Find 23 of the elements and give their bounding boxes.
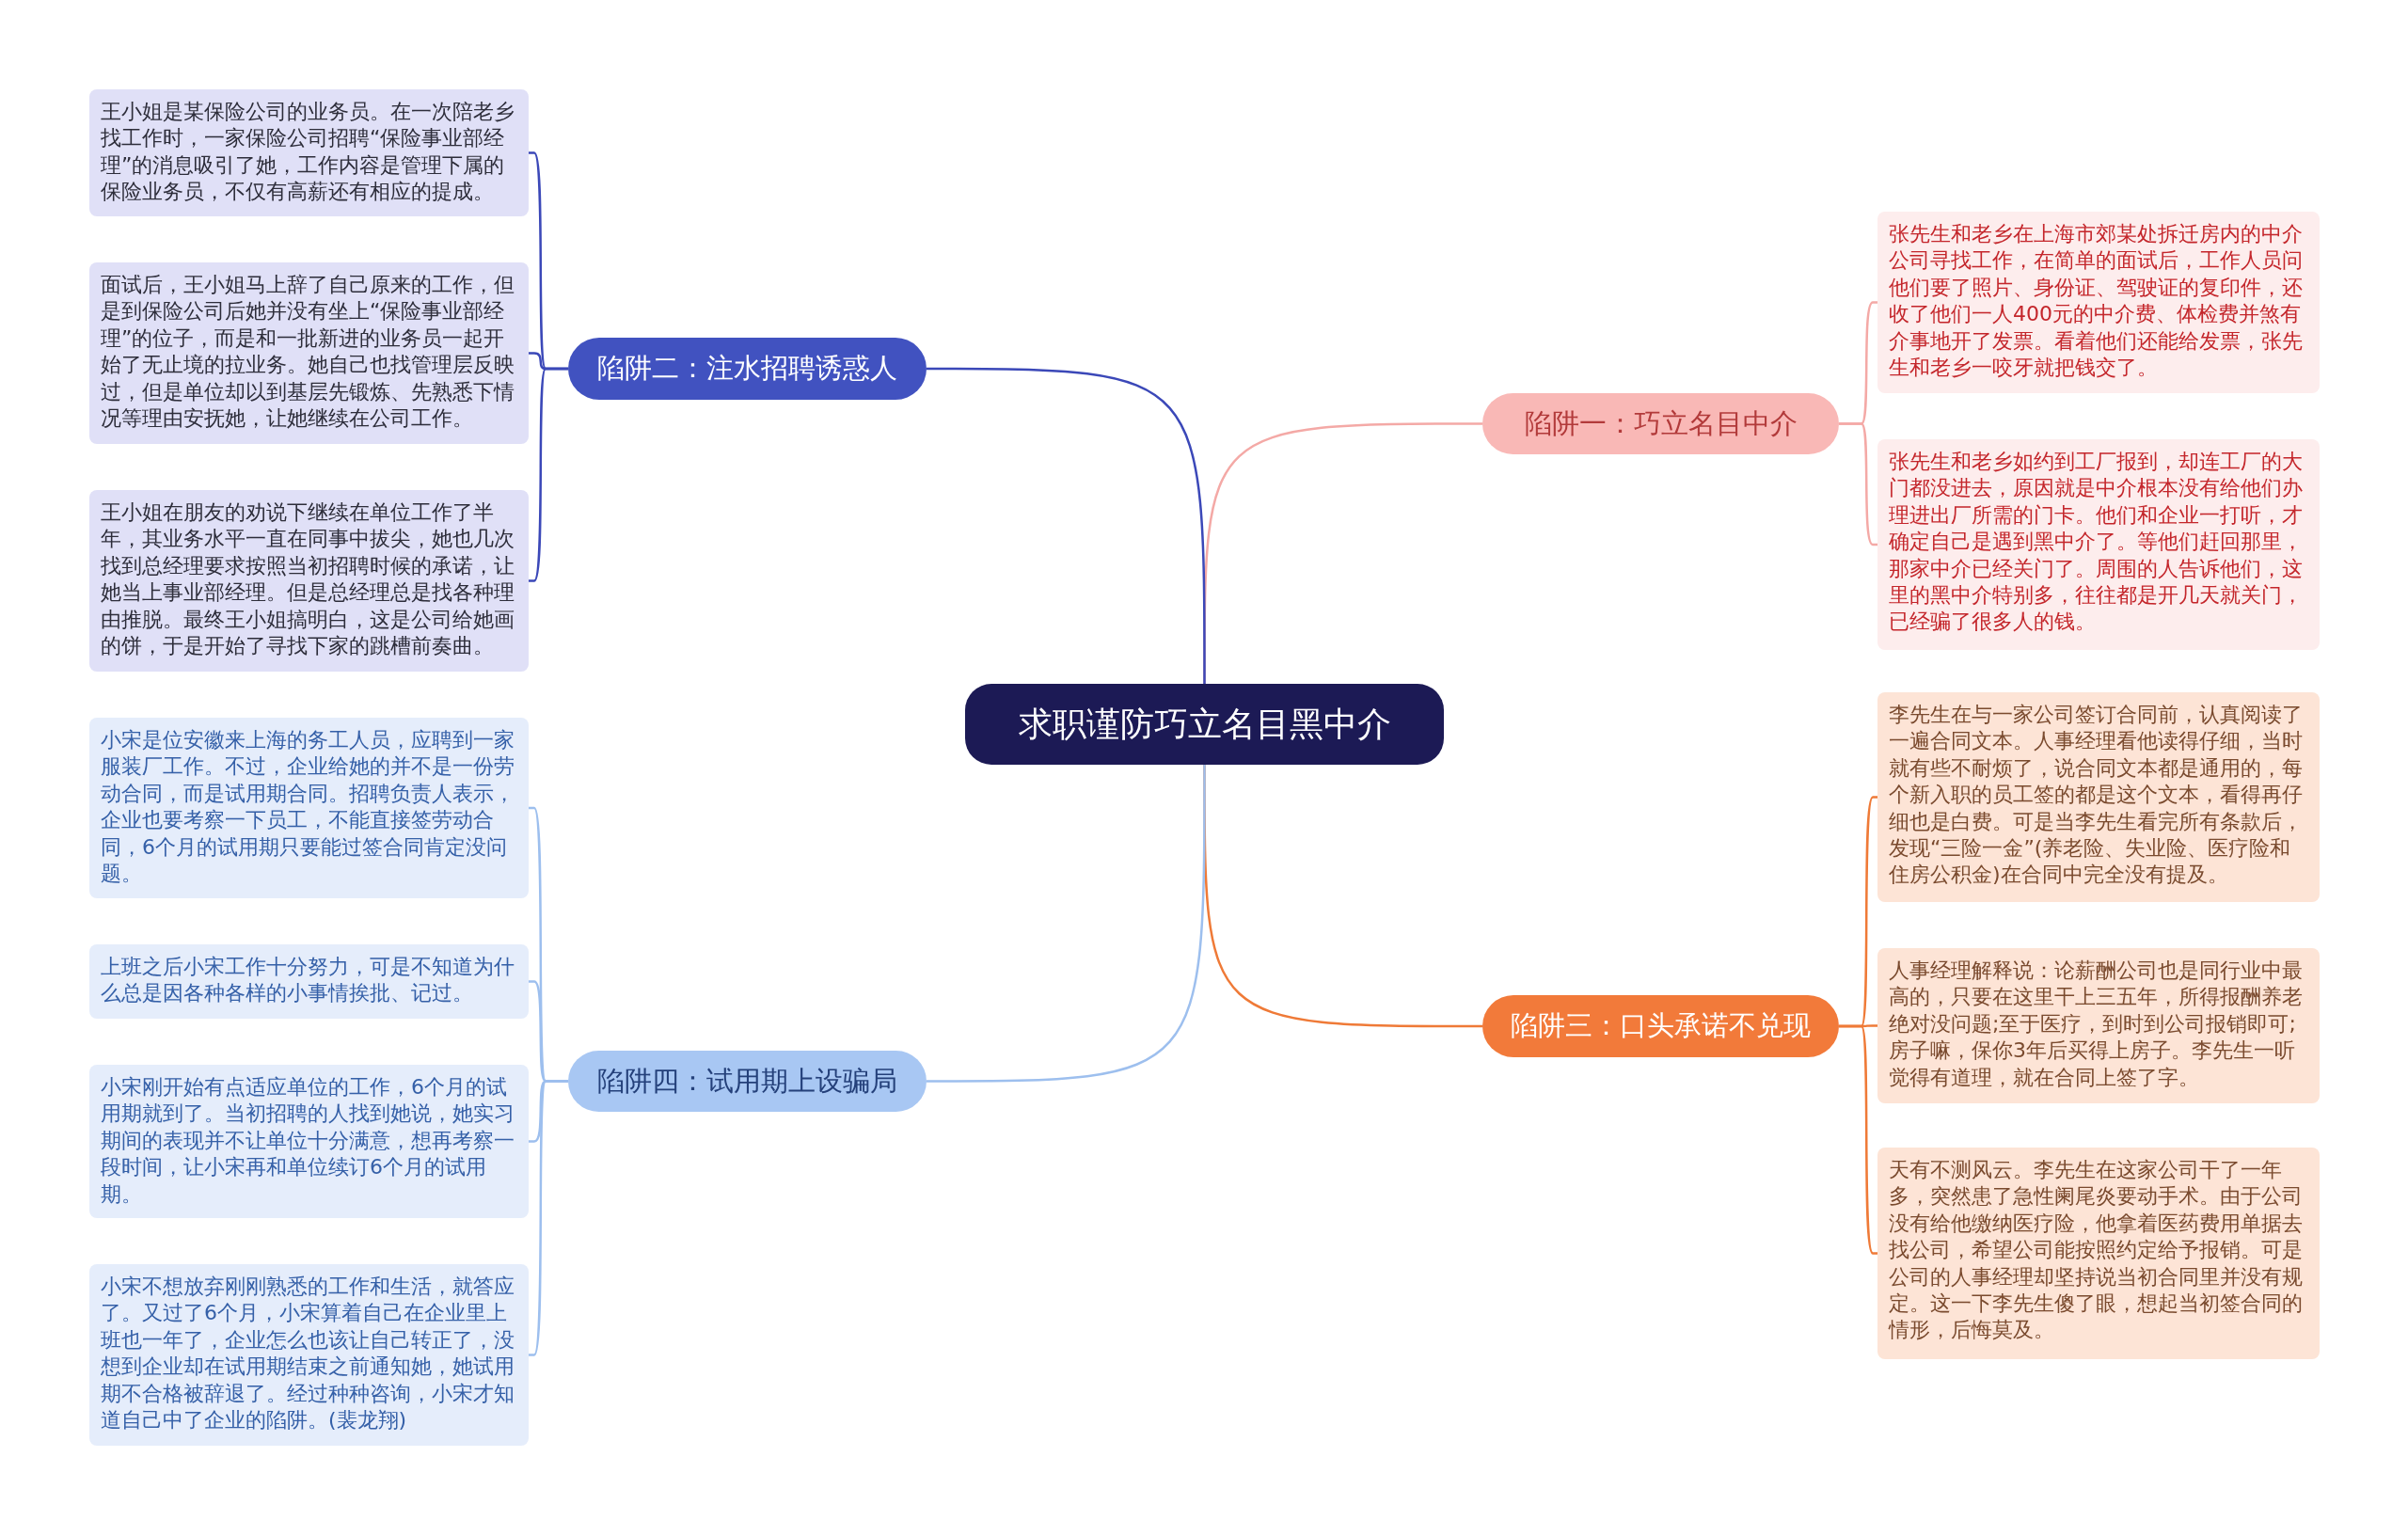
branch-topic: 陷阱二：注水招聘诱惑人 [568,338,927,400]
connector-line [529,367,568,582]
branch-topic: 陷阱一：巧立名目中介 [1482,393,1839,454]
note-box: 王小姐在朋友的劝说下继续在单位工作了半年，其业务水平一直在同事中拔尖，她也几次找到总经理要求按照当初招聘时候的承诺，让她当上事业部经理。但是总经理总是找各种理由推脱。最终王小姐搞明白，这是公司给她画的饼，于是开始了寻找下家的跳槽前奏曲。 [89,490,529,672]
note-box: 张先生和老乡如约到工厂报到，却连工厂的大门都没进去，原因就是中介根本没有给他们办理进出厂所需的门卡。他们和企业一打听，才确定自己是遇到黑中介了。等他们赶回那里，那家中介已经关门了。周围的人告诉他们，这里的黑中介特别多，往往都是开几天就关门，已经骗了很多人的钱。 [1877,439,2320,650]
note-box: 李先生在与一家公司签订合同前，认真阅读了一遍合同文本。人事经理看他读得仔细，当时就有些不耐烦了，说合同文本都是通用的，每个新入职的员工签的都是这个文本，看得再仔细也是白费。可是当李先生看完所有条款后，发现“三险一金”(养老险、失业险、医疗险和住房公积金)在合同中完全没有提及。 [1877,692,2320,902]
connector-line [1839,422,1877,546]
connector-line [927,367,1206,684]
note-box: 面试后，王小姐马上辞了自己原来的工作，但是到保险公司后她并没有坐上“保险事业部经理”的位子，而是和一批新进的业务员一起开始了无止境的拉业务。她自己也找管理层反映过，但是单位却以到基层先锻炼、先熟悉下情况等理由安抚她，让她继续在公司工作。 [89,262,529,444]
connector-line [1839,1024,1877,1255]
note-box: 天有不测风云。李先生在这家公司干了一年多，突然患了急性阑尾炎要动手术。由于公司没有给他缴纳医疗险，他拿着医药费用单据去找公司，希望公司能按照约定给予报销。可是公司的人事经理却坚持说当初合同里并没有规定。这一下李先生傻了眼，想起当初签合同的情形，后悔莫及。 [1877,1148,2320,1359]
note-box: 小宋是位安徽来上海的务工人员，应聘到一家服装厂工作。不过，企业给她的并不是一份劳动合同，而是试用期合同。招聘负责人表示，企业也要考察一下员工，不能直接签劳动合同，6个月的试用期只要能过签合同肯定没问题。 [89,718,529,898]
note-box: 小宋刚开始有点适应单位的工作，6个月的试用期就到了。当初招聘的人找到她说，她实习期间的表现并不让单位十分满意，想再考察一段时间，让小宋再和单位续订6个月的试用期。 [89,1065,529,1218]
note-box: 人事经理解释说：论薪酬公司也是同行业中最高的，只要在这里干上三五年，所得报酬养老绝对没问题;至于医疗，到时到公司报销即可;房子嘛，保你3年后买得上房子。李先生一听觉得有道理，就在合同上签了字。 [1877,948,2320,1103]
connector-line [529,1080,568,1356]
note-box: 王小姐是某保险公司的业务员。在一次陪老乡找工作时，一家保险公司招聘“保险事业部经理”的消息吸引了她，工作内容是管理下属的保险业务员，不仅有高薪还有相应的提成。 [89,89,529,216]
note-box: 张先生和老乡在上海市郊某处拆迁房内的中介公司寻找工作，在简单的面试后，工作人员问他们要了照片、身份证、驾驶证的复印件，还收了他们一人400元的中介费、体检费并煞有介事地开了发票。看着他们还能给发票，张先生和老乡一咬牙就把钱交了。 [1877,212,2320,393]
connector-line [927,765,1206,1083]
central-topic: 求职谨防巧立名目黑中介 [965,684,1444,765]
note-box: 上班之后小宋工作十分努力，可是不知道为什么总是因各种各样的小事情挨批、记过。 [89,944,529,1019]
note-box: 小宋不想放弃刚刚熟悉的工作和生活，就答应了。又过了6个月，小宋算着自己在企业里上班也一年了，企业怎么也该让自己转正了，没想到企业却在试用期结束之前通知她，她试用期不合格被辞退了。经过种种咨询，小宋才知道自己中了企业的陷阱。(裴龙翔) [89,1264,529,1446]
branch-topic: 陷阱四：试用期上设骗局 [568,1051,927,1112]
branch-topic: 陷阱三：口头承诺不兑现 [1482,995,1839,1057]
